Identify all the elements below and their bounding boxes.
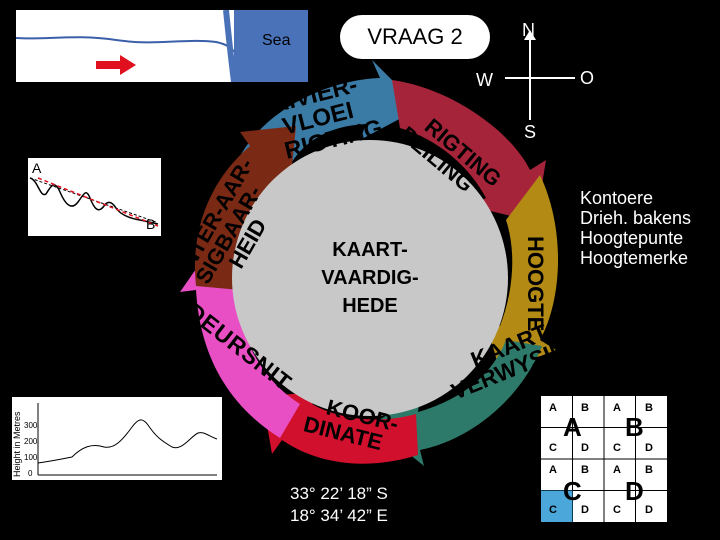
compass-w: W xyxy=(476,70,493,90)
page-title: VRAAG 2 xyxy=(340,15,490,59)
grid-cell: B xyxy=(645,464,653,476)
grid-cell: C xyxy=(613,504,621,516)
grid-big-letter: C xyxy=(563,476,582,506)
height-item: Drieh. bakens xyxy=(580,208,692,228)
grid-cell: C xyxy=(549,504,557,516)
center-line-2: VAARDIG- xyxy=(321,267,419,289)
profile-label-a: A xyxy=(32,160,42,176)
segment-intervisibility xyxy=(194,126,296,290)
grid-cell: B xyxy=(645,402,653,414)
grid-cell: B xyxy=(581,402,589,414)
grid-cell: D xyxy=(645,504,653,516)
grid-cell: B xyxy=(581,464,589,476)
north-arrow-icon xyxy=(524,30,536,40)
profile-label-b: B xyxy=(146,216,156,232)
grid-cell: A xyxy=(613,464,621,476)
height-label: HOOGTE xyxy=(523,236,548,332)
center-circle xyxy=(232,140,508,416)
segment-cross-section xyxy=(180,246,300,438)
map-reference-grid: A B A B C D C D A B A B C D C D A B C D xyxy=(541,396,667,522)
cross-section-profile: A B xyxy=(28,158,161,236)
grid-cell: C xyxy=(613,442,621,454)
grid-cell: C xyxy=(549,442,557,454)
arrow-right-icon xyxy=(96,55,136,75)
graph-tick: 0 xyxy=(28,469,33,478)
compass-e: O xyxy=(580,68,595,88)
coordinate-lon: 18° 34’ 42” E xyxy=(290,506,388,525)
height-features-list: Kontoere Drieh. bakens Hoogtepunte Hoogt… xyxy=(580,188,691,268)
grid-cell: D xyxy=(581,504,589,516)
sea-map-image: Sea xyxy=(15,9,308,83)
grid-cell: D xyxy=(645,442,653,454)
coordinate-lat: 33° 22’ 18” S xyxy=(290,484,388,503)
grid-cell: A xyxy=(549,402,557,414)
graph-ylabel: Height in Metres xyxy=(12,411,22,477)
grid-big-letter: B xyxy=(625,412,644,442)
grid-cell: A xyxy=(549,464,557,476)
grid-cell: A xyxy=(613,402,621,414)
compass-n: N xyxy=(522,20,535,40)
graph-tick: 300 xyxy=(24,421,38,430)
segment-direction xyxy=(392,80,546,222)
grid-big-letter: A xyxy=(563,412,582,442)
grid-big-letter: D xyxy=(625,476,644,506)
height-item: Hoogtemerke xyxy=(580,248,689,268)
graph-tick: 100 xyxy=(24,453,38,462)
grid-cell: D xyxy=(581,442,589,454)
sea-label: Sea xyxy=(262,32,291,49)
center-line-1: KAART- xyxy=(332,239,408,261)
segment-height xyxy=(486,175,559,372)
graph-tick: 200 xyxy=(24,437,38,446)
height-item: Hoogtepunte xyxy=(580,228,684,248)
height-graph: Height in Metres 300 200 100 0 xyxy=(12,397,222,480)
coordinates-text: 33° 22’ 18” S 18° 34’ 42” E xyxy=(290,483,388,527)
compass-s: S xyxy=(524,122,537,142)
segment-coordinates xyxy=(262,392,418,464)
center-line-3: HEDE xyxy=(342,295,398,317)
compass xyxy=(505,30,575,120)
height-item: Kontoere xyxy=(580,188,654,208)
